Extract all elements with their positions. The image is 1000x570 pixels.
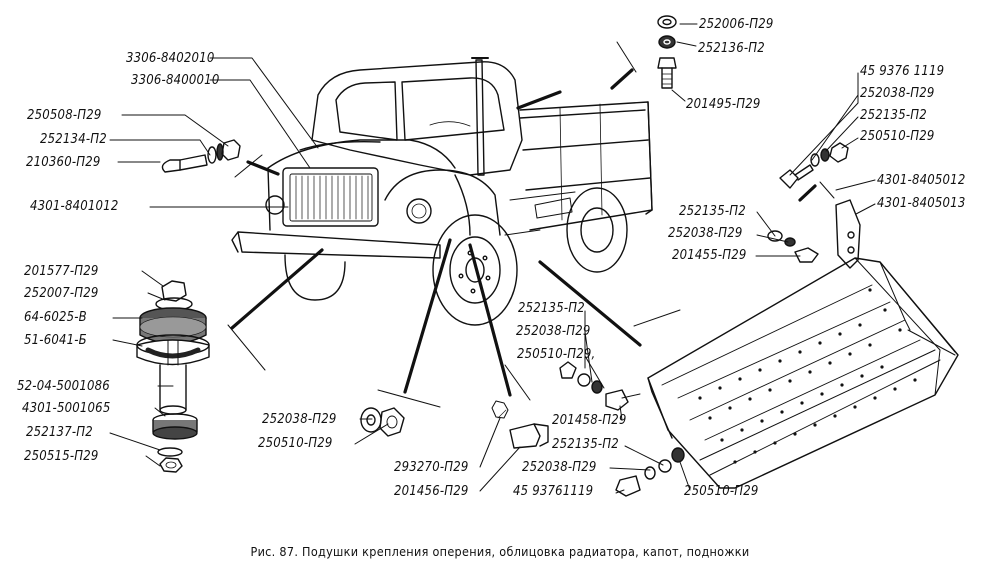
step-bracket	[779, 142, 861, 269]
label-252135-p2-low: 252135-П2	[552, 437, 619, 452]
figure-caption: Рис. 87. Подушки крепления оперения, обл…	[250, 544, 750, 559]
label-252038-p29-low: 252038-П29	[522, 460, 597, 475]
footstep-assembly	[647, 257, 959, 489]
label-201495-p29: 201495-П29	[686, 97, 761, 112]
label-250510-p29-center: 250510-П29,	[517, 347, 596, 362]
label-51-6041-b: 51-6041-Б	[24, 333, 87, 348]
label-201455-p29: 201455-П29	[672, 248, 747, 263]
label-252038-p29-bottom: 252038-П29	[262, 412, 337, 427]
label-250510-p29-bottom: 250510-П29	[258, 436, 333, 451]
label-201456-p29: 201456-П29	[394, 484, 469, 499]
label-252006-p29: 252006-П29	[699, 17, 774, 32]
step-bolt-set-upper	[767, 230, 819, 263]
label-4301-8405012: 4301-8405012	[877, 173, 966, 188]
label-252038-p29-mid: 252038-П29	[668, 226, 743, 241]
step-bolt-set-middle	[559, 361, 641, 411]
label-64-6025-v: 64-6025-В	[24, 310, 87, 325]
label-4301-5001065: 4301-5001065	[22, 401, 111, 416]
label-252135-p2-top: 252135-П2	[860, 108, 927, 123]
label-252007-p29: 252007-П29	[24, 286, 99, 301]
center-nut-set	[360, 407, 405, 437]
mount-cushion-stack	[136, 280, 210, 473]
label-252136-p2: 252136-П2	[698, 41, 765, 56]
truck-illustration	[231, 57, 653, 326]
label-293270-p29: 293270-П29	[394, 460, 469, 475]
label-252137-p2: 252137-П2	[26, 425, 93, 440]
label-210360-p29: 210360-П29	[26, 155, 101, 170]
label-3306-8402010: 3306-8402010	[126, 51, 215, 66]
hood-bolt-set	[657, 15, 677, 89]
label-201577-p29: 201577-П29	[24, 264, 99, 279]
center-bolt-set	[491, 400, 549, 449]
label-252038-p29-center: 252038-П29	[516, 324, 591, 339]
radiator-bolt-set	[161, 139, 241, 173]
label-45-9376-1119-top: 45 9376 1119	[860, 64, 945, 79]
label-3306-8400010: 3306-8400010	[131, 73, 220, 88]
label-45-93761119-low: 45 93761119	[513, 484, 594, 499]
label-252134-p2: 252134-П2	[40, 132, 107, 147]
section-markers	[230, 68, 817, 397]
label-250510-p29-low: 250510-П29	[684, 484, 759, 499]
label-4301-8405013: 4301-8405013	[877, 196, 966, 211]
label-201458-p29: 201458-П29	[552, 413, 627, 428]
label-4301-8401012: 4301-8401012	[30, 199, 119, 214]
leader-lines	[109, 23, 876, 494]
label-250508-p29: 250508-П29	[27, 108, 102, 123]
label-252135-p2-mid: 252135-П2	[679, 204, 746, 219]
label-250510-p29-top: 250510-П29	[860, 129, 935, 144]
step-bolt-set-lower	[615, 447, 685, 497]
label-252135-p2-center: 252135-П2	[518, 301, 585, 316]
label-250515-p29: 250515-П29	[24, 449, 99, 464]
label-252038-p29-top: 252038-П29	[860, 86, 935, 101]
label-52-04-5001086: 52-04-5001086	[17, 379, 110, 394]
